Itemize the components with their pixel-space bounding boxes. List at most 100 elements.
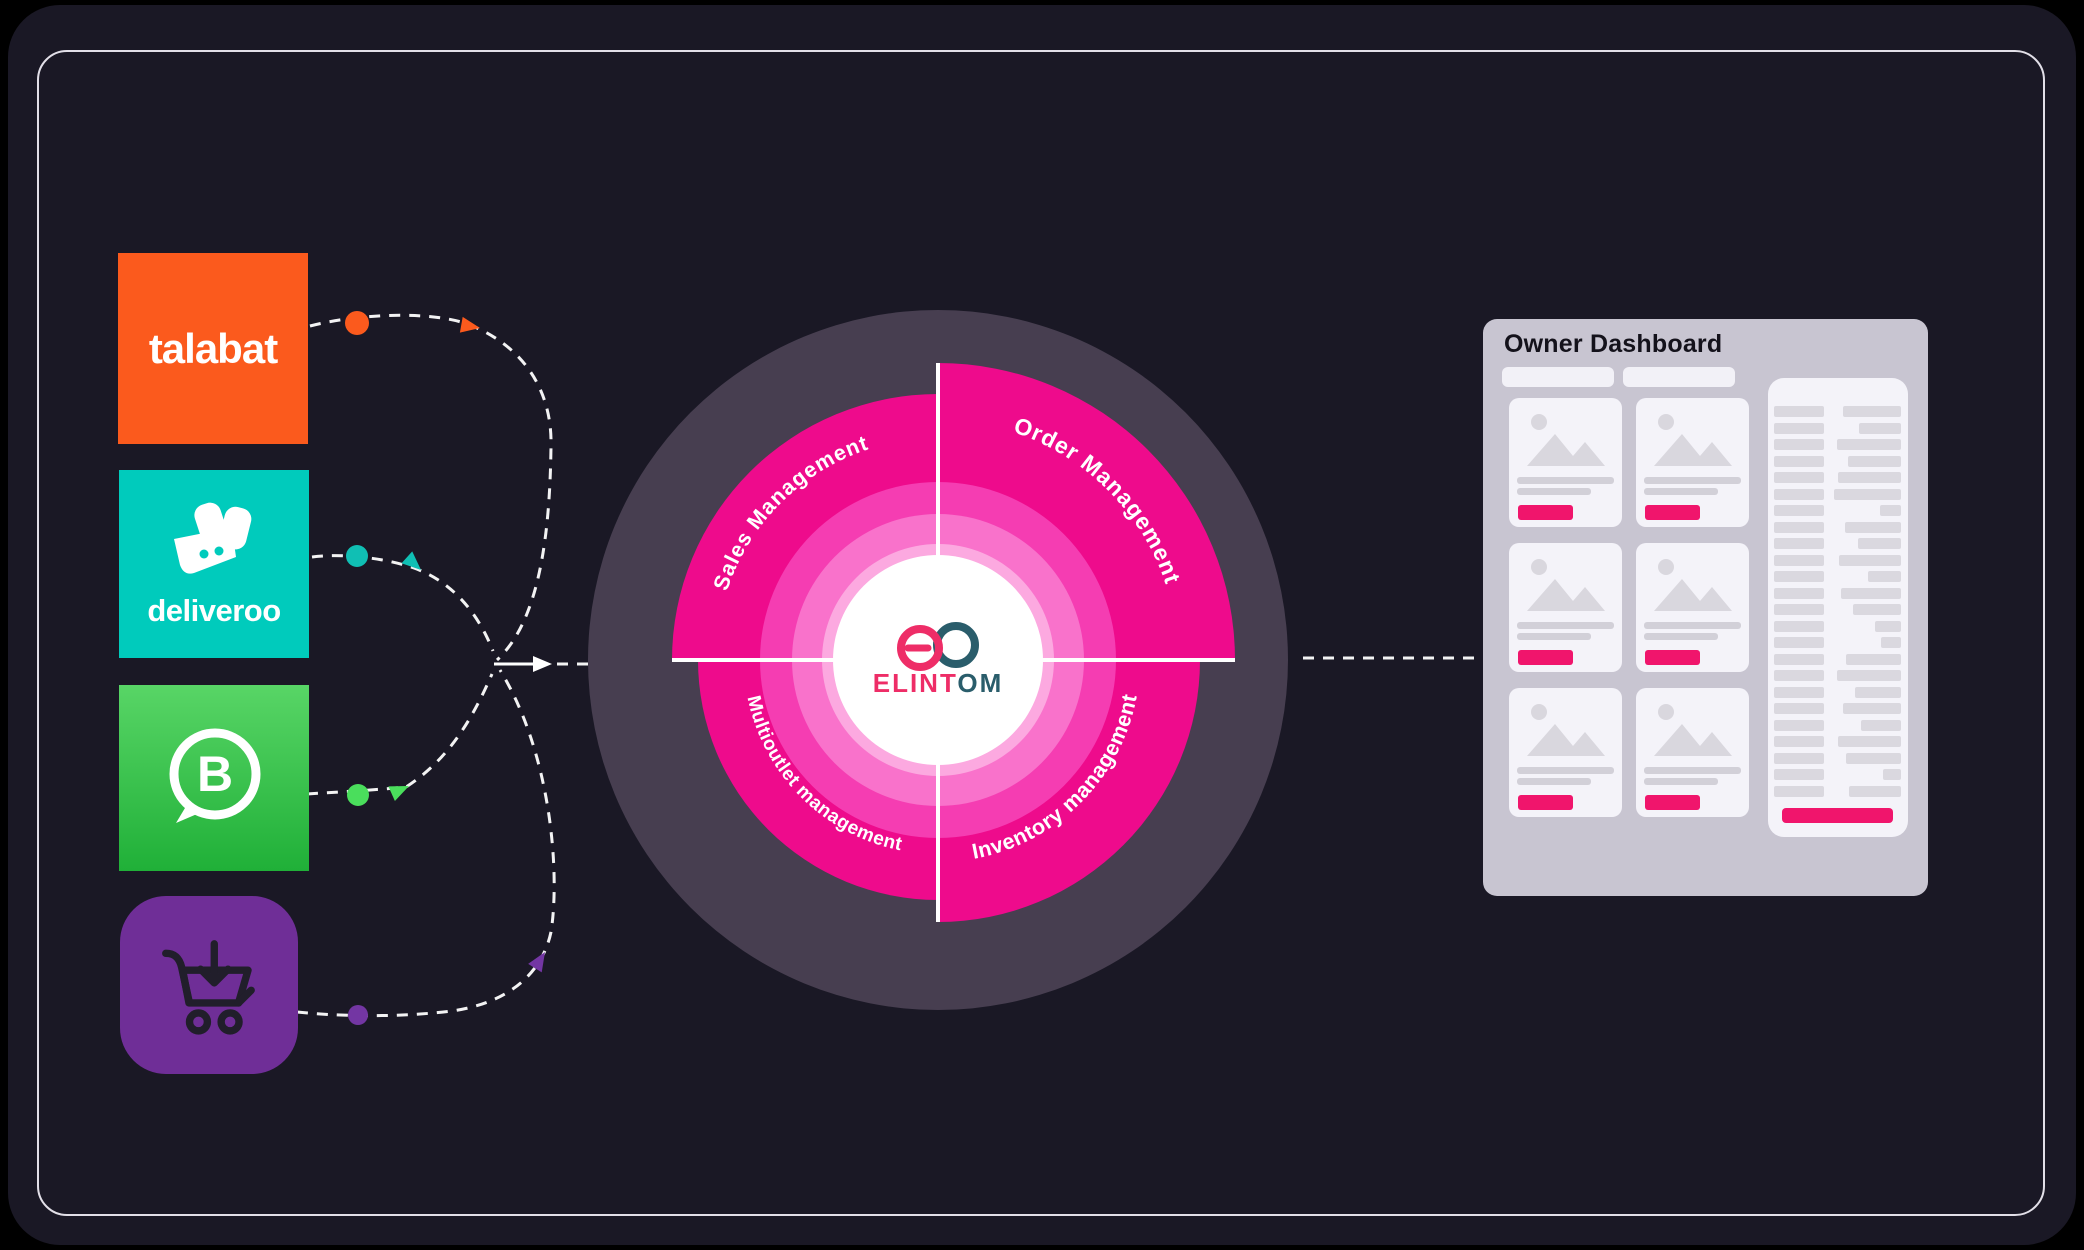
talabat-wordmark: talabat: [148, 324, 278, 372]
image-placeholder-icon: [1653, 559, 1732, 611]
list-row: [1774, 571, 1901, 582]
card-text-line: [1644, 778, 1718, 785]
list-bar-left: [1774, 604, 1824, 615]
list-bar-left: [1774, 736, 1824, 747]
cart-connector-line: [296, 669, 556, 1018]
list-bar-right: [1880, 505, 1901, 516]
list-row: [1774, 785, 1901, 797]
list-bar-right: [1845, 521, 1901, 533]
list-bar-left: [1774, 505, 1824, 516]
list-bar-left: [1774, 637, 1824, 648]
dashboard-card-grid: [1509, 398, 1749, 817]
owner-dashboard-panel: Owner Dashboard: [1483, 319, 1928, 896]
deliveroo-arrow-icon: [401, 551, 421, 570]
list-bar-right: [1834, 488, 1901, 500]
product-card: [1636, 688, 1749, 817]
list-bar-right: [1853, 604, 1901, 615]
decorative-border-frame: [37, 50, 2045, 1216]
card-text-line: [1517, 488, 1591, 495]
list-bar-right: [1838, 472, 1901, 483]
card-text-line: [1644, 477, 1741, 484]
wordmark-primary: ELINT: [873, 668, 958, 698]
list-bar-right: [1881, 637, 1901, 648]
feature-wheel: Sales Management Order Management Multio…: [588, 310, 1288, 1010]
deliveroo-tile: deliveroo: [119, 470, 309, 658]
list-row: [1774, 769, 1901, 780]
list-bar-right: [1846, 653, 1901, 665]
image-placeholder-icon: [1526, 559, 1605, 611]
dashboard-list-panel: [1768, 378, 1908, 837]
card-action-button: [1645, 650, 1700, 665]
list-bar-right: [1843, 703, 1901, 714]
list-bar-right: [1875, 620, 1901, 632]
infinity-icon: [897, 622, 979, 671]
list-bar-left: [1774, 769, 1824, 780]
list-bar-left: [1774, 785, 1824, 797]
entry-arrowhead-icon: [533, 656, 552, 672]
list-row: [1774, 439, 1901, 450]
list-bar-left: [1774, 719, 1824, 731]
whatsapp-dot-icon: [347, 784, 369, 806]
list-bar-left: [1774, 554, 1824, 566]
elintom-wordmark: ELINTOM: [873, 668, 1004, 698]
list-bar-left: [1774, 538, 1824, 549]
list-bar-right: [1837, 439, 1901, 450]
deliveroo-dot-icon: [346, 545, 368, 567]
list-row: [1774, 637, 1901, 648]
list-bar-right: [1855, 686, 1901, 698]
list-row: [1774, 703, 1901, 714]
list-bar-left: [1774, 703, 1824, 714]
list-bar-right: [1839, 554, 1901, 566]
list-bar-left: [1774, 455, 1824, 467]
list-row: [1774, 455, 1901, 467]
list-bar-left: [1774, 406, 1824, 417]
list-row: [1774, 670, 1901, 681]
card-text-line: [1517, 477, 1614, 484]
talabat-connector-line: [309, 313, 553, 662]
list-row: [1774, 604, 1901, 615]
list-bar-right: [1837, 670, 1901, 681]
list-bar-left: [1774, 752, 1824, 764]
card-action-button: [1518, 795, 1573, 810]
image-placeholder-icon: [1526, 704, 1605, 756]
list-bar-right: [1848, 455, 1901, 467]
list-row: [1774, 521, 1901, 533]
list-rows: [1774, 406, 1901, 802]
deliveroo-connector-line: [311, 554, 495, 652]
card-text-line: [1517, 633, 1591, 640]
list-row: [1774, 538, 1901, 549]
list-row: [1774, 587, 1901, 599]
card-text-line: [1644, 633, 1718, 640]
card-text-line: [1644, 488, 1718, 495]
list-row: [1774, 719, 1901, 731]
list-bar-left: [1774, 472, 1824, 483]
cart-download-icon: [162, 940, 255, 1035]
list-row: [1774, 620, 1901, 632]
whatsapp-connector-line: [306, 673, 494, 796]
card-action-button: [1518, 650, 1573, 665]
list-bar-right: [1849, 785, 1901, 797]
cart-app-tile: [120, 896, 298, 1074]
card-action-button: [1518, 505, 1573, 520]
whatsapp-b-letter: B: [197, 746, 233, 802]
elintom-logo: ELINTOM: [873, 622, 1004, 698]
list-row: [1774, 653, 1901, 665]
list-bar-left: [1774, 488, 1824, 500]
cart-arrow-icon: [528, 952, 545, 973]
product-card: [1636, 398, 1749, 527]
list-row: [1774, 554, 1901, 566]
product-card: [1636, 543, 1749, 672]
list-bar-right: [1843, 406, 1901, 417]
list-row: [1774, 736, 1901, 747]
list-bar-left: [1774, 620, 1824, 632]
list-row: [1774, 422, 1901, 434]
entry-arrow: [494, 656, 552, 672]
product-card: [1509, 543, 1622, 672]
list-bar-left: [1774, 422, 1824, 434]
list-bar-left: [1774, 686, 1824, 698]
talabat-arrow-icon: [459, 316, 480, 333]
image-placeholder-icon: [1653, 414, 1732, 466]
card-action-button: [1645, 795, 1700, 810]
list-bar-right: [1883, 769, 1901, 780]
